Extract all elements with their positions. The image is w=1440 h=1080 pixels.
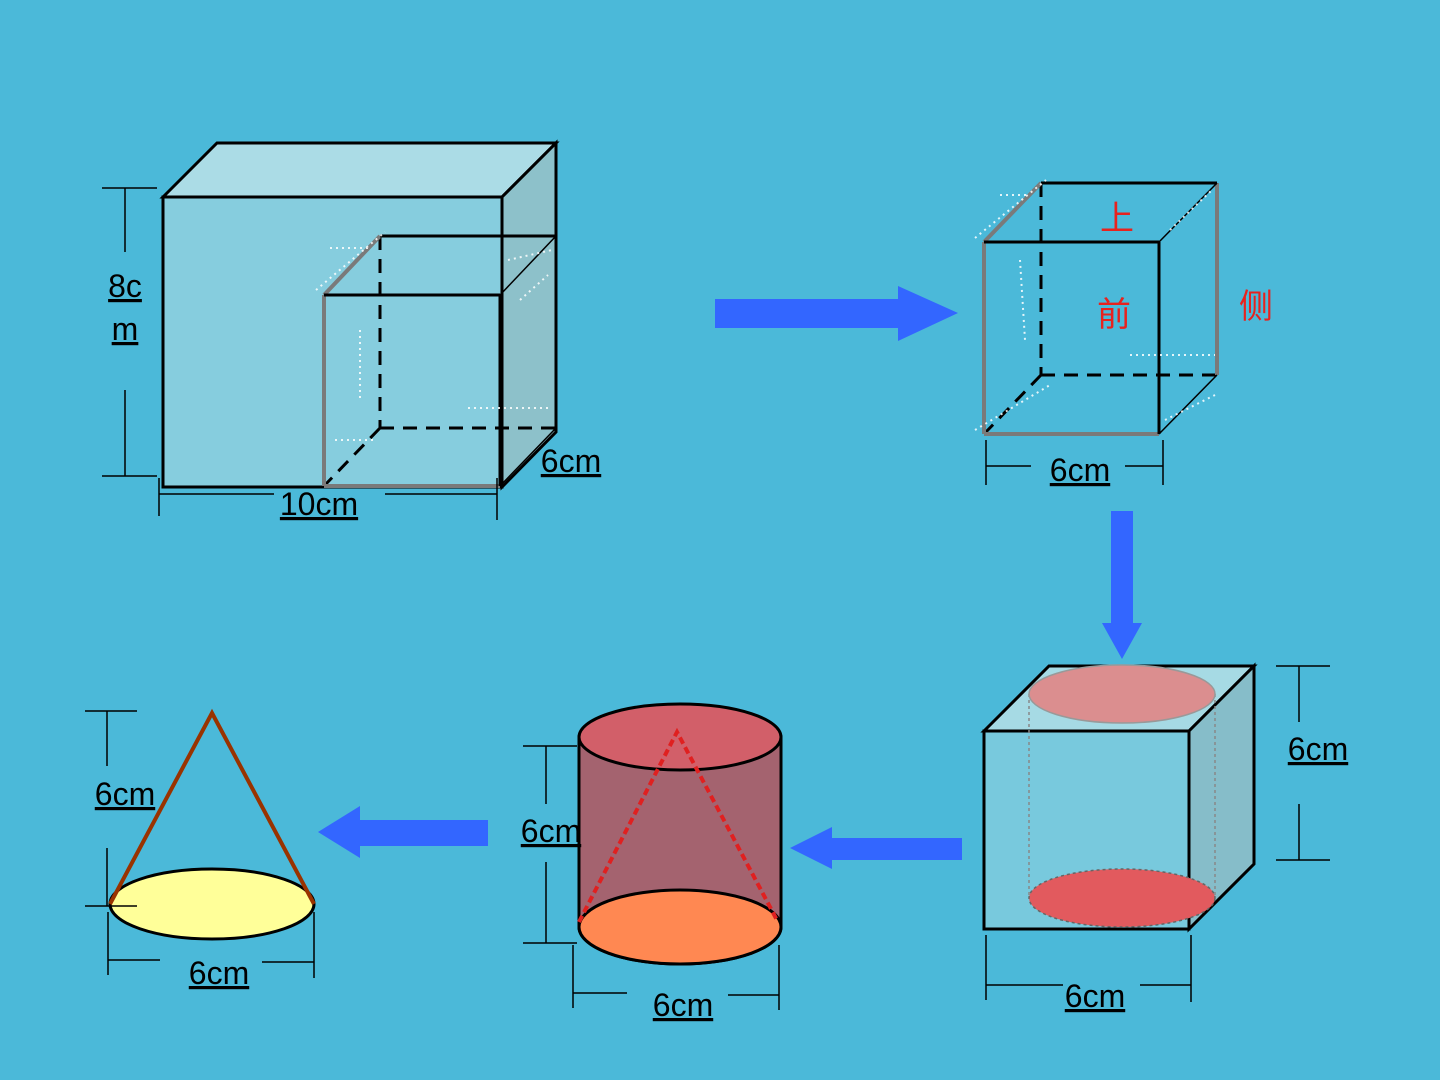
cube2-height-label: 6cm bbox=[1288, 731, 1348, 767]
cube-top-face-label: 上 bbox=[1100, 199, 1134, 239]
cylinder-figure: 6cm 6cm bbox=[521, 702, 783, 1023]
cylinder-diameter-dimension: 6cm bbox=[572, 945, 780, 1023]
cylinder-top-face bbox=[577, 702, 783, 772]
cuboid-depth-label: 6cm bbox=[541, 443, 601, 479]
cube2-width-dimension: 6cm bbox=[985, 935, 1192, 1014]
cuboid-length-dimension: 10cm bbox=[158, 478, 498, 522]
inscribed-cone-outline bbox=[577, 727, 780, 923]
cube-edge-dimension: 6cm bbox=[985, 440, 1164, 488]
cone-base bbox=[108, 867, 316, 941]
cube-side-face-label: 侧 bbox=[1239, 287, 1273, 327]
cone-side-lines bbox=[108, 708, 316, 905]
inner-cylinder-bottom bbox=[1028, 868, 1216, 928]
cube-front-face-label: 前 bbox=[1097, 295, 1131, 335]
inner-cylinder-top bbox=[1028, 664, 1216, 724]
cuboid-front-face bbox=[161, 195, 504, 489]
cube-with-cylinder-figure: 6cm 6cm bbox=[980, 662, 1348, 1014]
cylinder-height-label: 6cm bbox=[521, 813, 581, 849]
cylinder-diameter-label: 6cm bbox=[653, 987, 713, 1023]
cube2-width-label: 6cm bbox=[1065, 978, 1125, 1014]
arrow-down-icon bbox=[1102, 511, 1142, 659]
arrow-left-icon bbox=[318, 806, 488, 858]
cone-figure: 6cm 6cm bbox=[85, 708, 316, 991]
cuboid-length-label: 10cm bbox=[280, 486, 358, 522]
cuboid-height-dimension: 8c m bbox=[102, 187, 157, 477]
cone-height-label: 6cm bbox=[95, 776, 155, 812]
cuboid-height-label-2: m bbox=[112, 311, 139, 347]
arrow-right-icon bbox=[715, 286, 958, 341]
cube-edge-label: 6cm bbox=[1050, 452, 1110, 488]
cube2-height-dimension: 6cm bbox=[1276, 665, 1348, 861]
cuboid-inner-cube bbox=[315, 231, 557, 488]
cylinder-height-dimension: 6cm bbox=[521, 745, 581, 944]
cuboid-height-label-1: 8c bbox=[108, 268, 142, 304]
cone-diameter-label: 6cm bbox=[189, 955, 249, 991]
cone-diameter-dimension: 6cm bbox=[107, 912, 315, 991]
cuboid-top-face bbox=[159, 141, 560, 199]
cone-height-dimension: 6cm bbox=[85, 710, 155, 907]
cuboid-figure: 8c m 10cm 6cm bbox=[102, 139, 601, 522]
cylinder-bottom-face bbox=[577, 888, 783, 966]
cube-figure: 上 前 侧 6cm bbox=[974, 179, 1273, 488]
arrow-left-icon bbox=[790, 827, 962, 869]
